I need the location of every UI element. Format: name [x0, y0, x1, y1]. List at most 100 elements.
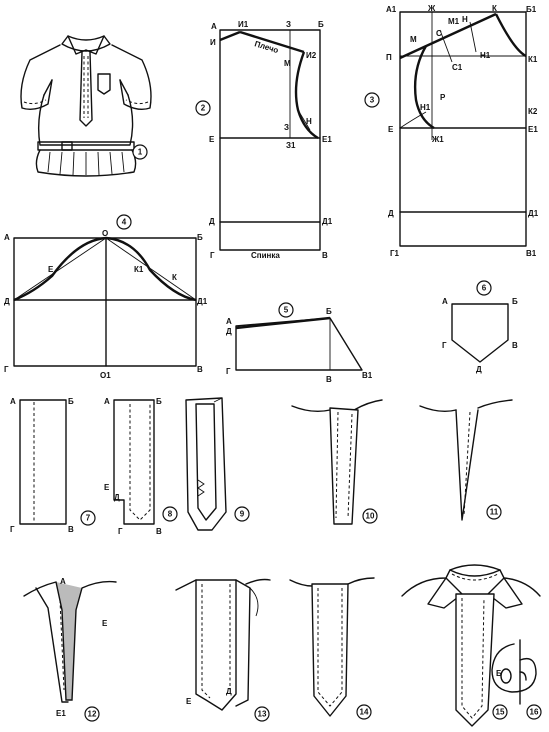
- svg-text:2: 2: [201, 104, 206, 113]
- figure-13-placket-folded: [175, 578, 271, 711]
- svg-text:Е: Е: [388, 125, 394, 134]
- figure-6-labels: А Б Г В Д: [442, 297, 518, 374]
- svg-text:Ж: Ж: [427, 4, 436, 13]
- svg-text:Б: Б: [68, 397, 74, 406]
- figure-15-collar-attached: [401, 564, 541, 727]
- figure-2-back-pattern: [219, 29, 321, 251]
- svg-text:15: 15: [496, 708, 505, 717]
- svg-text:Д1: Д1: [197, 297, 208, 306]
- svg-text:6: 6: [482, 284, 487, 293]
- svg-text:М: М: [284, 59, 291, 68]
- svg-text:А1: А1: [386, 5, 397, 14]
- figure-5-number: 5: [278, 302, 294, 318]
- svg-text:Ж1: Ж1: [431, 135, 444, 144]
- figure-8-labels: А Б Е Д Г В: [104, 397, 162, 536]
- figure-12-number: 12: [84, 706, 100, 722]
- svg-text:П: П: [386, 53, 392, 62]
- figure-6-pocket-pattern: [451, 303, 509, 363]
- figure-10-placket-on-neck: [291, 399, 383, 525]
- svg-text:Б: Б: [326, 307, 332, 316]
- svg-text:Д: Д: [114, 493, 120, 502]
- svg-text:Б1: Б1: [526, 5, 537, 14]
- figure-9-folded-placket: [185, 397, 227, 531]
- svg-text:И2: И2: [306, 51, 317, 60]
- svg-text:13: 13: [258, 710, 267, 719]
- figure-5-collar-pattern: [235, 316, 363, 371]
- svg-text:Г: Г: [4, 365, 9, 374]
- figure-1-number: 1: [132, 144, 148, 160]
- svg-text:В: В: [68, 525, 74, 534]
- svg-text:Б: Б: [496, 669, 502, 678]
- figure-11-placket-slit: [419, 399, 513, 521]
- svg-text:И: И: [210, 38, 216, 47]
- svg-text:К: К: [492, 4, 497, 13]
- figure-4-labels: А О Б Е К1 К Д Д1 Г О1 В: [4, 229, 208, 380]
- svg-text:К: К: [172, 273, 177, 282]
- svg-text:Плечо: Плечо: [253, 39, 279, 55]
- svg-text:А: А: [60, 577, 66, 586]
- svg-text:В1: В1: [526, 249, 537, 258]
- svg-text:З: З: [286, 20, 291, 29]
- svg-text:Е: Е: [209, 135, 215, 144]
- figure-2-labels: А И1 З Б И Плечо М И2 Е З Н Е1 З1 Д Д1 Г…: [209, 20, 333, 260]
- svg-text:12: 12: [88, 710, 97, 719]
- svg-text:Е: Е: [102, 619, 108, 628]
- figure-7-number: 7: [80, 510, 96, 526]
- svg-text:И1: И1: [238, 20, 249, 29]
- svg-text:5: 5: [284, 306, 289, 315]
- svg-text:В: В: [156, 527, 162, 536]
- svg-text:Г: Г: [442, 341, 447, 350]
- figure-13-number: 13: [254, 706, 270, 722]
- svg-text:Б: Б: [512, 297, 518, 306]
- figure-4-number: 4: [116, 214, 132, 230]
- svg-text:В1: В1: [362, 371, 373, 380]
- figure-10-number: 10: [362, 508, 378, 524]
- svg-text:16: 16: [530, 708, 539, 717]
- svg-text:Д1: Д1: [322, 217, 333, 226]
- figure-1-blouse: [20, 35, 152, 177]
- svg-text:Д: Д: [388, 209, 394, 218]
- figure-3-labels: А1 Ж К Б1 П М С М1 Н С1 Н1 К1 Р Н1 К2 Е …: [386, 4, 539, 258]
- svg-text:Д: Д: [209, 217, 215, 226]
- svg-text:А: А: [104, 397, 110, 406]
- svg-text:11: 11: [490, 508, 499, 517]
- svg-text:Р: Р: [440, 93, 446, 102]
- figure-7-labels: А Б Г В: [10, 397, 74, 534]
- svg-text:А: А: [10, 397, 16, 406]
- figure-15-number: 15: [492, 704, 508, 720]
- figure-8-number: 8: [162, 506, 178, 522]
- figure-3-number: 3: [364, 92, 380, 108]
- svg-text:Н: Н: [306, 117, 312, 126]
- figure-16-number: 16: [526, 704, 542, 720]
- svg-text:Н1: Н1: [420, 103, 431, 112]
- svg-text:К1: К1: [528, 55, 538, 64]
- figure-14-number: 14: [356, 704, 372, 720]
- svg-text:Б: Б: [156, 397, 162, 406]
- figure-6-number: 6: [476, 280, 492, 296]
- svg-text:К2: К2: [528, 107, 538, 116]
- svg-text:3: 3: [370, 96, 375, 105]
- svg-text:Е1: Е1: [56, 709, 66, 718]
- figure-2-number: 2: [195, 100, 211, 116]
- figure-9-number: 9: [234, 506, 250, 522]
- svg-text:9: 9: [240, 510, 245, 519]
- svg-text:М: М: [410, 35, 417, 44]
- svg-text:З: З: [284, 123, 289, 132]
- figure-13-labels: Е Д: [186, 687, 232, 706]
- svg-text:Н: Н: [462, 15, 468, 24]
- svg-text:1: 1: [138, 148, 143, 157]
- svg-text:Е1: Е1: [528, 125, 538, 134]
- svg-text:Е: Е: [104, 483, 110, 492]
- svg-text:М1: М1: [448, 17, 460, 26]
- svg-text:Г: Г: [118, 527, 123, 536]
- svg-text:З1: З1: [286, 141, 296, 150]
- svg-text:Д: Д: [4, 297, 10, 306]
- svg-text:Н1: Н1: [480, 51, 491, 60]
- figure-4-sleeve-pattern: [13, 236, 197, 367]
- svg-text:А: А: [442, 297, 448, 306]
- svg-text:Г: Г: [10, 525, 15, 534]
- svg-text:Б: Б: [197, 233, 203, 242]
- svg-text:Д: Д: [476, 365, 482, 374]
